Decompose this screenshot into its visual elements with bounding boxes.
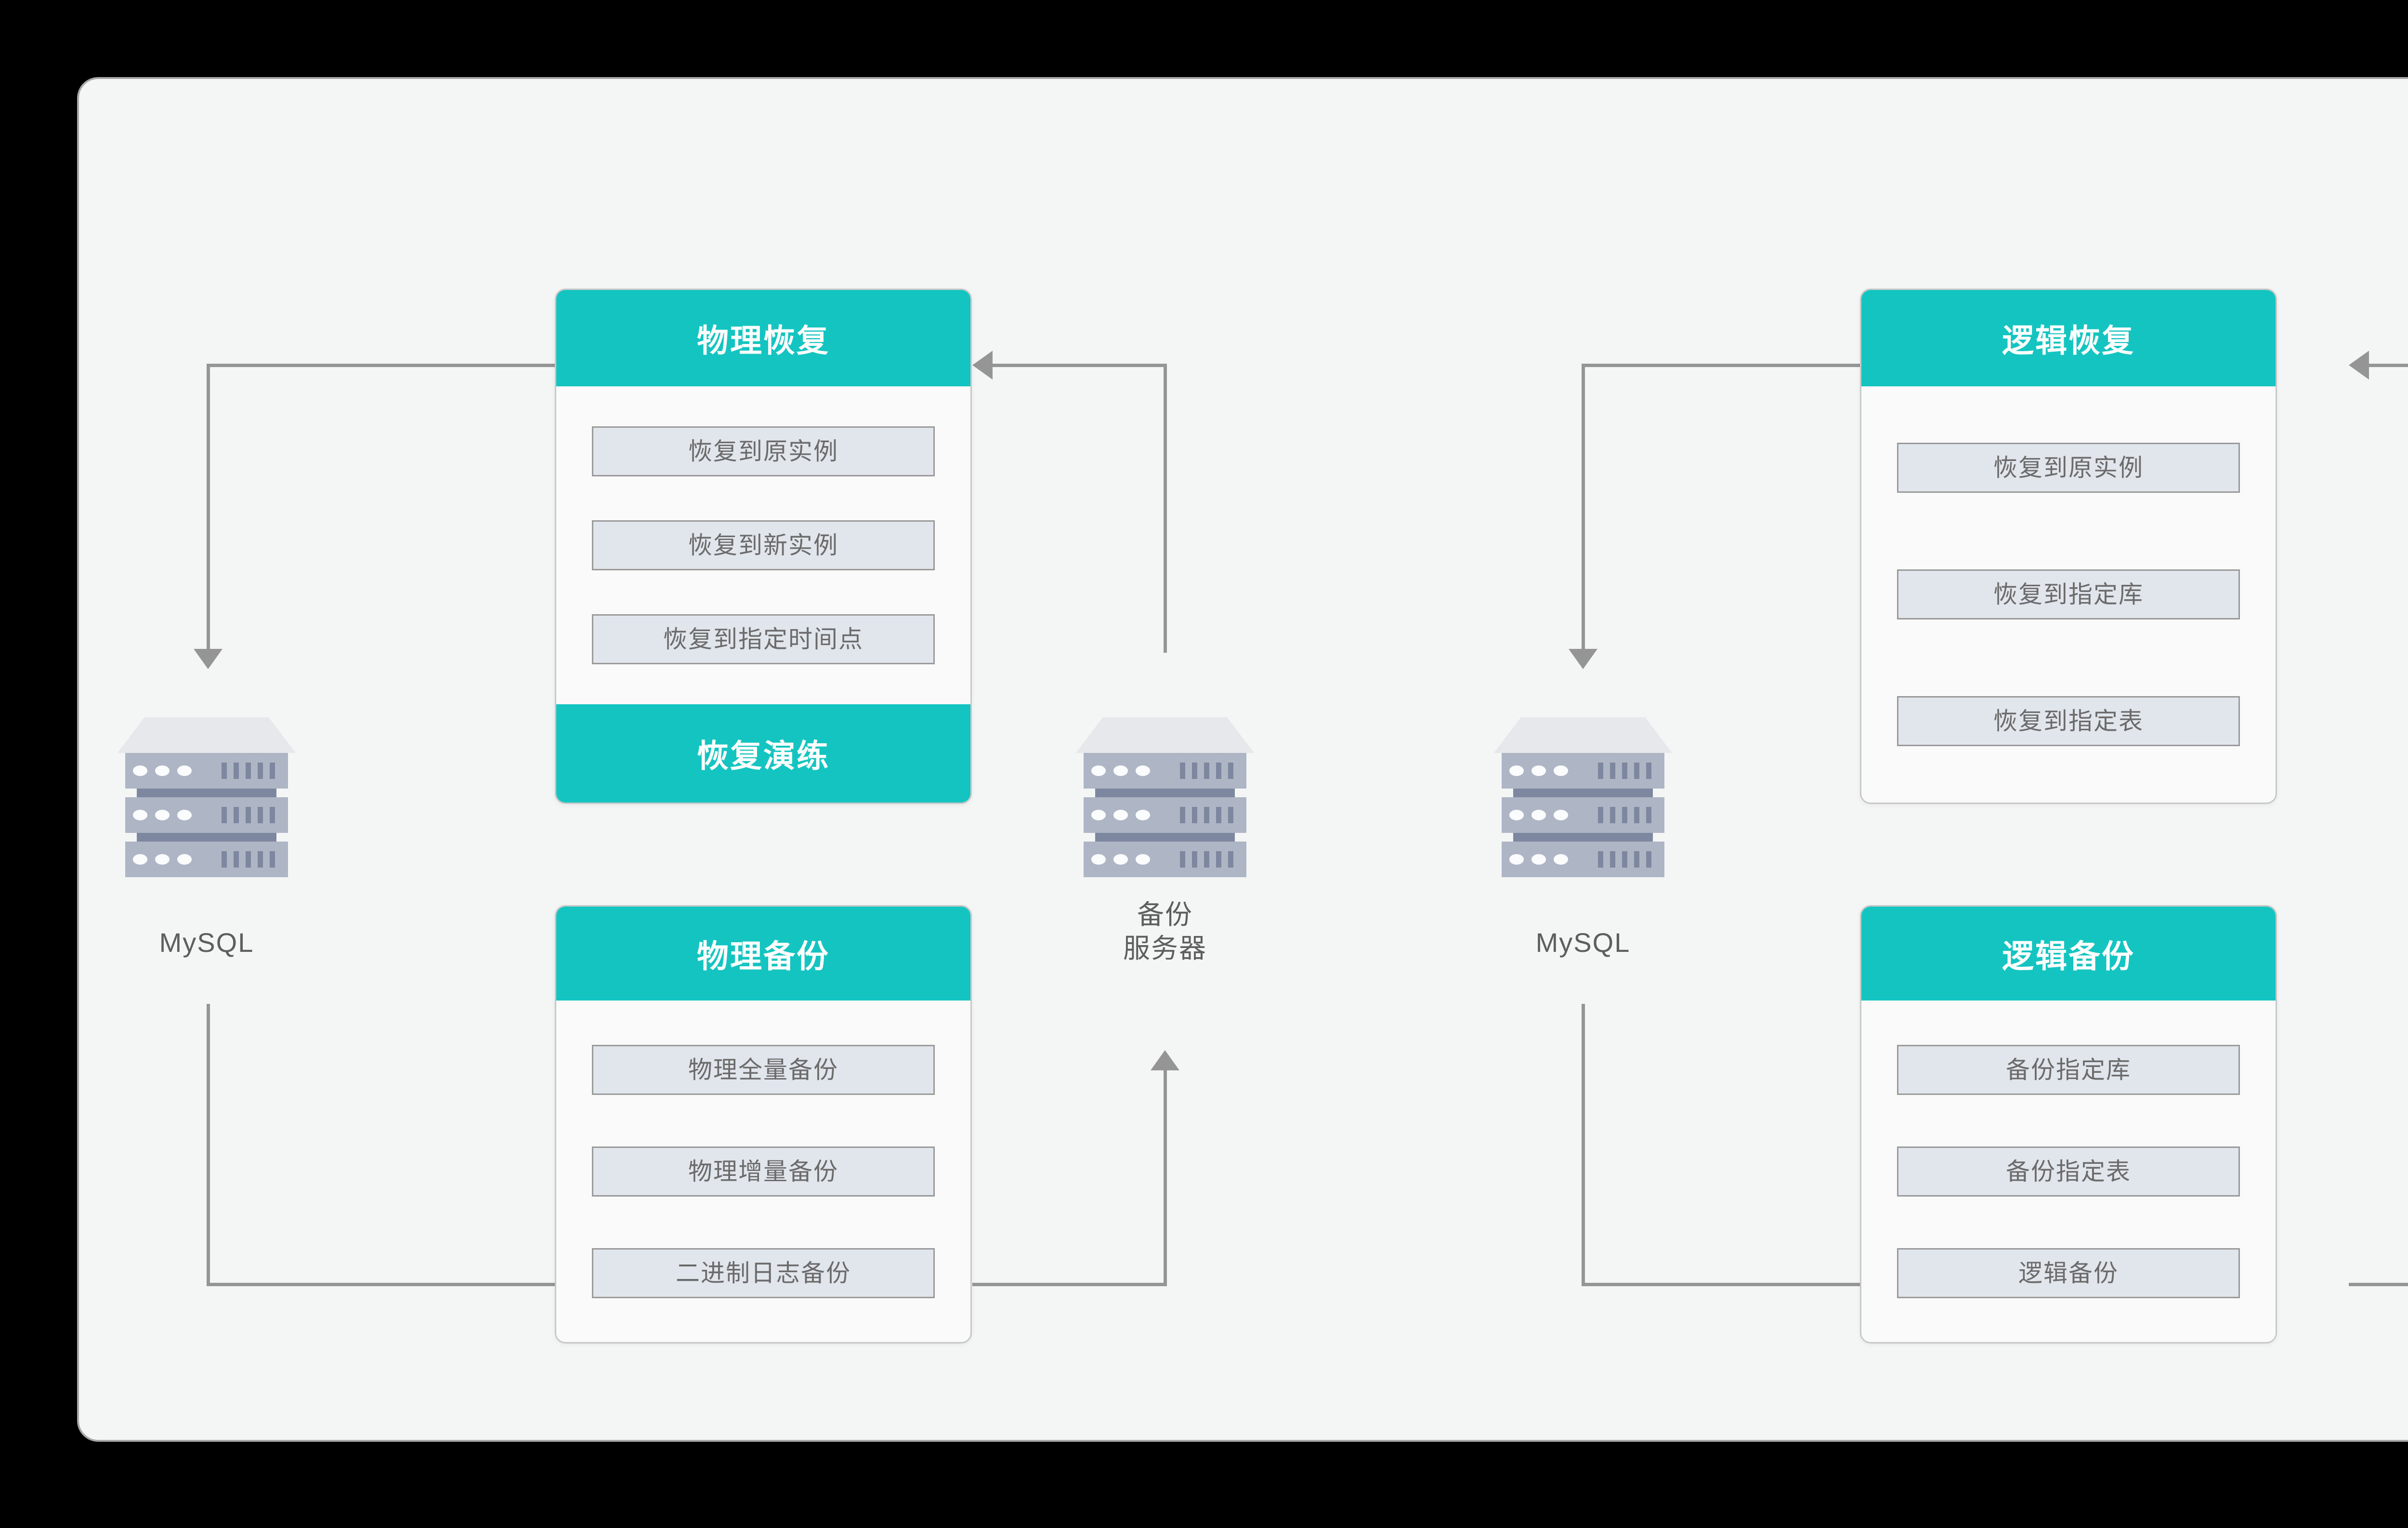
card-logical-backup[interactable]: 逻辑备份 备份指定库 备份指定表 逻辑备份 [1860,905,2277,1344]
chip-recover-to-original-instance[interactable]: 恢复到原实例 [592,426,935,477]
card-physical-recovery-body: 恢复到原实例 恢复到新实例 恢复到指定时间点 [556,386,970,704]
mysql-left-label: MySQL [159,927,254,958]
chip-recover-to-specified-db[interactable]: 恢复到指定库 [1897,569,2240,619]
connector-backupserver-to-physical-recovery-v [1164,364,1167,653]
card-logical-backup-title: 逻辑备份 [1861,907,2276,1001]
connector-backupserver-to-physical-recovery-h [993,364,1167,367]
server-top-facet-icon [1076,717,1254,753]
connector-backupserver-to-logical-recovery-h [2369,364,2408,367]
card-physical-recovery-title: 物理恢复 [556,290,970,386]
server-unit-2 [1502,797,1664,833]
card-physical-backup-body: 物理全量备份 物理增量备份 二进制日志备份 [556,1001,970,1342]
server-unit-2 [1084,797,1246,833]
chip-physical-full-backup[interactable]: 物理全量备份 [592,1044,935,1095]
connector-mysql-to-physical-backup-h [207,1283,602,1286]
server-unit-3 [1084,842,1246,877]
connector-logical-backup-to-backupserver-h [2349,1283,2408,1286]
connector-logical-recovery-to-mysql-v [1582,364,1585,653]
server-top-facet-icon [118,717,296,753]
connector-logical-recovery-to-mysql-h [1582,364,1929,367]
connector-physical-backup-to-backupserver-v [1164,1070,1167,1286]
chip-backup-specified-db[interactable]: 备份指定库 [1897,1044,2240,1095]
card-logical-recovery-body: 恢复到原实例 恢复到指定库 恢复到指定表 [1861,386,2276,803]
mysql-right-server-icon [1494,717,1672,886]
arrow-left-icon-backupserver-physical-recovery [972,351,993,380]
server-unit-1 [1502,753,1664,789]
chip-recover-to-new-instance[interactable]: 恢复到新实例 [592,520,935,570]
chip-recover-to-specified-table[interactable]: 恢复到指定表 [1897,696,2240,746]
card-logical-backup-body: 备份指定库 备份指定表 逻辑备份 [1861,1001,2276,1342]
server-unit-3 [1502,842,1664,877]
server-top-facet-icon [1494,717,1672,753]
card-logical-recovery-title: 逻辑恢复 [1861,290,2276,386]
connector-physical-recovery-to-mysql-v [207,364,210,653]
card-physical-backup[interactable]: 物理备份 物理全量备份 物理增量备份 二进制日志备份 [555,905,972,1344]
card-physical-backup-title: 物理备份 [556,907,970,1001]
mysql-right-label: MySQL [1535,927,1631,958]
diagram-canvas: MySQL [77,77,2408,1442]
chip-binlog-backup[interactable]: 二进制日志备份 [592,1248,935,1298]
arrow-down-icon-logical-recovery-mysql [1569,649,1597,669]
connector-mysql-to-logical-backup-v [1582,1004,1585,1286]
chip-backup-specified-table[interactable]: 备份指定表 [1897,1146,2240,1197]
backup-server-left-label: 备份 服务器 [1123,899,1207,963]
server-unit-3 [125,842,288,877]
mysql-left-server-icon [118,717,296,886]
card-logical-recovery[interactable]: 逻辑恢复 恢复到原实例 恢复到指定库 恢复到指定表 [1860,289,2277,804]
card-physical-recovery[interactable]: 物理恢复 恢复到原实例 恢复到新实例 恢复到指定时间点 恢复演练 [555,289,972,804]
connector-mysql-to-logical-backup-h [1582,1283,1919,1286]
connector-physical-recovery-to-mysql-h [207,364,622,367]
arrow-left-icon-backupserver-logical-recovery [2349,351,2369,380]
chip-physical-incremental-backup[interactable]: 物理增量备份 [592,1146,935,1197]
chip-logical-backup[interactable]: 逻辑备份 [1897,1248,2240,1298]
server-unit-1 [1084,753,1246,789]
arrow-up-icon-physical-backup-backupserver [1151,1050,1179,1070]
chip-recover-to-point-in-time[interactable]: 恢复到指定时间点 [592,614,935,664]
server-unit-1 [125,753,288,789]
card-physical-recovery-footer[interactable]: 恢复演练 [556,704,970,803]
chip-recover-to-original-instance[interactable]: 恢复到原实例 [1897,443,2240,493]
arrow-down-icon-physical-recovery-mysql [194,649,222,669]
backup-server-left-icon [1076,717,1254,886]
connector-mysql-to-physical-backup-v [207,1004,210,1286]
server-unit-2 [125,797,288,833]
connector-physical-backup-to-backupserver-h [972,1283,1167,1286]
